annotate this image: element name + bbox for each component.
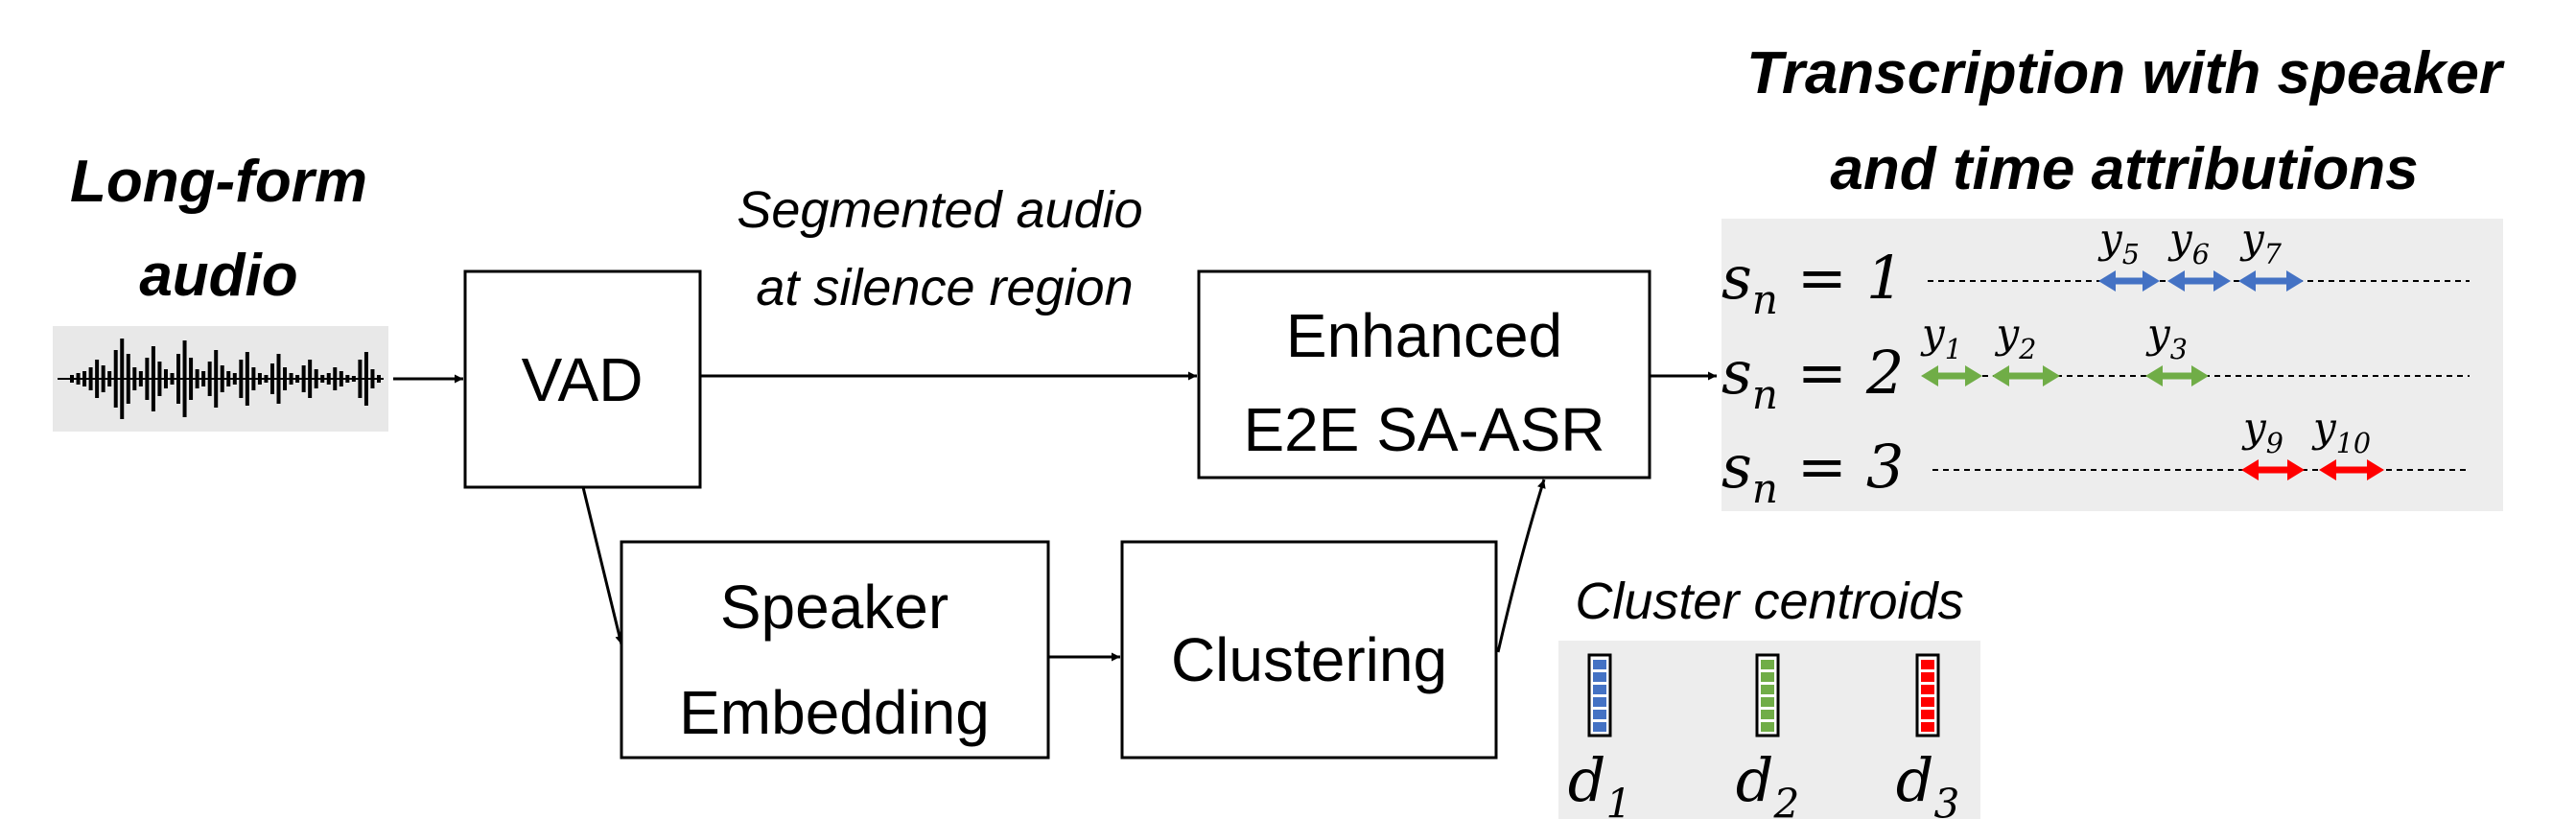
utterance-label-subscript: 7 [2264,238,2283,270]
vad-label: VAD [522,345,644,414]
segmented-label-line1: Segmented audio [737,181,1142,239]
equals-sign: = [1797,243,1847,313]
embedding-block [620,540,1050,760]
utterance-label-base: y [2167,215,2193,262]
speaker-row-label: sn = 3 [1721,432,1904,512]
centroid-label-base: d [1736,745,1774,815]
centroid-label-subscript: 2 [1772,780,1799,819]
waveform-icon [58,339,384,419]
utterance-segment: y3 [2145,310,2209,386]
asr-label-line2: E2E SA-ASR [1243,395,1604,464]
utterance-label: y2 [1995,310,2037,365]
utterance-label-subscript: 5 [2122,238,2140,270]
speaker-var-subscript: n [1752,371,1778,418]
asr-block [1197,269,1651,480]
centroid-label: d1 [1568,745,1632,819]
speaker-var: s [1721,432,1752,502]
utterance-label: y5 [2097,215,2140,270]
speaker-row-label: sn = 1 [1721,243,1904,323]
utterance-label: y9 [2241,404,2283,459]
asr-label-line1: Enhanced [1286,301,1562,370]
utterance-label-base: y [2145,310,2171,357]
utterance-label-base: y [1920,310,1946,357]
arrow-vad-to-embedding [581,486,624,645]
segmented-label-line2: at silence region [756,259,1133,316]
centroids-title: Cluster centroids [1575,573,1963,630]
centroid-label-subscript: 1 [1605,780,1631,819]
utterance-label: y6 [2167,215,2210,270]
utterance-label-subscript: 10 [2336,427,2371,459]
utterance-label-subscript: 6 [2192,238,2210,270]
transcription-panel [1721,219,2503,511]
utterance-label-subscript: 9 [2266,427,2283,459]
speaker-id-value: 2 [1865,338,1904,408]
utterance-segment: y6 [2167,215,2231,292]
utterance-segment: y7 [2238,215,2304,292]
utterance-label: y7 [2239,215,2283,270]
speaker-row-label: sn = 2 [1721,338,1904,418]
output-title-line1: Transcription with speaker [1746,40,2505,106]
utterance-label: y3 [2145,310,2188,365]
equals-sign: = [1797,338,1847,408]
centroid-label-base: d [1896,745,1934,815]
speaker-id-value: 3 [1866,432,1904,502]
speaker-var-subscript: n [1752,276,1778,323]
output-title-line2: and time attributions [1830,136,2418,202]
centroid-label-base: d [1568,745,1606,815]
embedding-label-line1: Speaker [720,573,948,642]
utterance-segment: y9 [2241,404,2305,480]
speaker-var: s [1721,243,1752,313]
utterance-label: y1 [1920,310,1962,365]
utterance-label-base: y [2311,404,2337,451]
arrow-clustering-to-asr [1496,479,1546,653]
utterance-label-base: y [2239,215,2265,262]
utterance-label-base: y [1995,310,2021,357]
speaker-var: s [1721,338,1752,408]
input-title-line2: audio [139,243,297,309]
clustering-label: Clustering [1171,625,1447,694]
clustering-block [1120,540,1498,760]
embedding-label-line2: Embedding [679,678,990,747]
centroid-vector-icon [1755,653,1780,737]
utterance-segment: y1 [1920,310,1982,386]
equals-sign: = [1797,432,1847,502]
utterance-label-base: y [2241,404,2267,451]
utterance-label-base: y [2097,215,2123,262]
centroid-label: d2 [1736,745,1800,819]
vad-block [463,269,702,489]
utterance-label-subscript: 1 [1945,333,1962,365]
centroid-vector-icon [1915,653,1940,737]
input-title-line1: Long-form [70,149,367,215]
speaker-var-subscript: n [1752,465,1778,512]
centroid-vector-icon [1587,653,1612,737]
utterance-segment: y2 [1992,310,2060,386]
utterance-label: y10 [2311,404,2371,459]
speaker-id-value: 1 [1866,243,1904,313]
utterance-segment: y10 [2311,404,2384,480]
centroid-label-subscript: 3 [1933,780,1959,819]
utterance-label-subscript: 2 [2018,333,2036,365]
utterance-segment: y5 [2097,215,2160,292]
utterance-label-subscript: 3 [2170,333,2188,365]
centroid-label: d3 [1896,745,1960,819]
